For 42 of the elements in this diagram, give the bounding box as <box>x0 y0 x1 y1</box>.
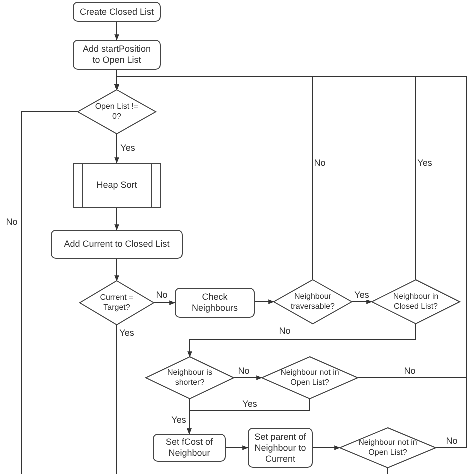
decision-diamond: Neighbour not in Open List? <box>340 428 436 468</box>
edge-label: Yes <box>354 290 370 300</box>
process-box: Add Current to Closed List <box>51 230 183 259</box>
arrow <box>114 76 468 448</box>
arrow <box>114 134 120 164</box>
arrow <box>226 446 249 450</box>
arrow <box>187 398 310 435</box>
process-box: Add startPosition to Open List <box>73 40 161 70</box>
edge-label: Yes <box>118 328 136 338</box>
decision-diamond: Open List != 0? <box>78 90 156 134</box>
decision-diamond: Neighbour traversable? <box>274 280 352 324</box>
edge-label: No <box>403 366 417 376</box>
edge-label: No <box>237 366 251 376</box>
edge-label: No <box>313 158 327 168</box>
edge-label: Yes <box>120 143 136 153</box>
decision-diamond: Neighbour not in Open List? <box>262 357 358 399</box>
arrow <box>114 208 120 231</box>
edge-label: No <box>445 436 459 446</box>
decision-diamond: Neighbour is shorter? <box>146 357 234 399</box>
process-box: Set parent of Neighbour to Current <box>248 428 313 468</box>
arrow <box>114 22 120 41</box>
edge-label: Yes <box>242 399 258 409</box>
process-box: Create Closed List <box>73 2 161 22</box>
arrow <box>114 258 120 282</box>
edge-label: No <box>5 217 19 227</box>
connector-line <box>116 324 118 474</box>
edge-label: Yes <box>416 158 434 168</box>
subroutine-box: Heap Sort <box>73 163 161 208</box>
connector-line <box>22 112 78 474</box>
arrow <box>234 376 263 380</box>
process-box: Set fCost of Neighbour <box>153 434 226 462</box>
arrow <box>254 300 275 304</box>
arrow <box>312 446 341 450</box>
arrow <box>188 324 416 358</box>
edge-label: No <box>155 290 169 300</box>
edge-label: No <box>278 326 292 336</box>
arrow <box>154 300 176 306</box>
decision-diamond: Neighbour in Closed List? <box>372 280 460 324</box>
arrow <box>352 300 373 304</box>
process-box: Check Neighbours <box>175 288 255 318</box>
decision-diamond: Current = Target? <box>80 281 154 325</box>
edge-label: Yes <box>170 415 188 425</box>
